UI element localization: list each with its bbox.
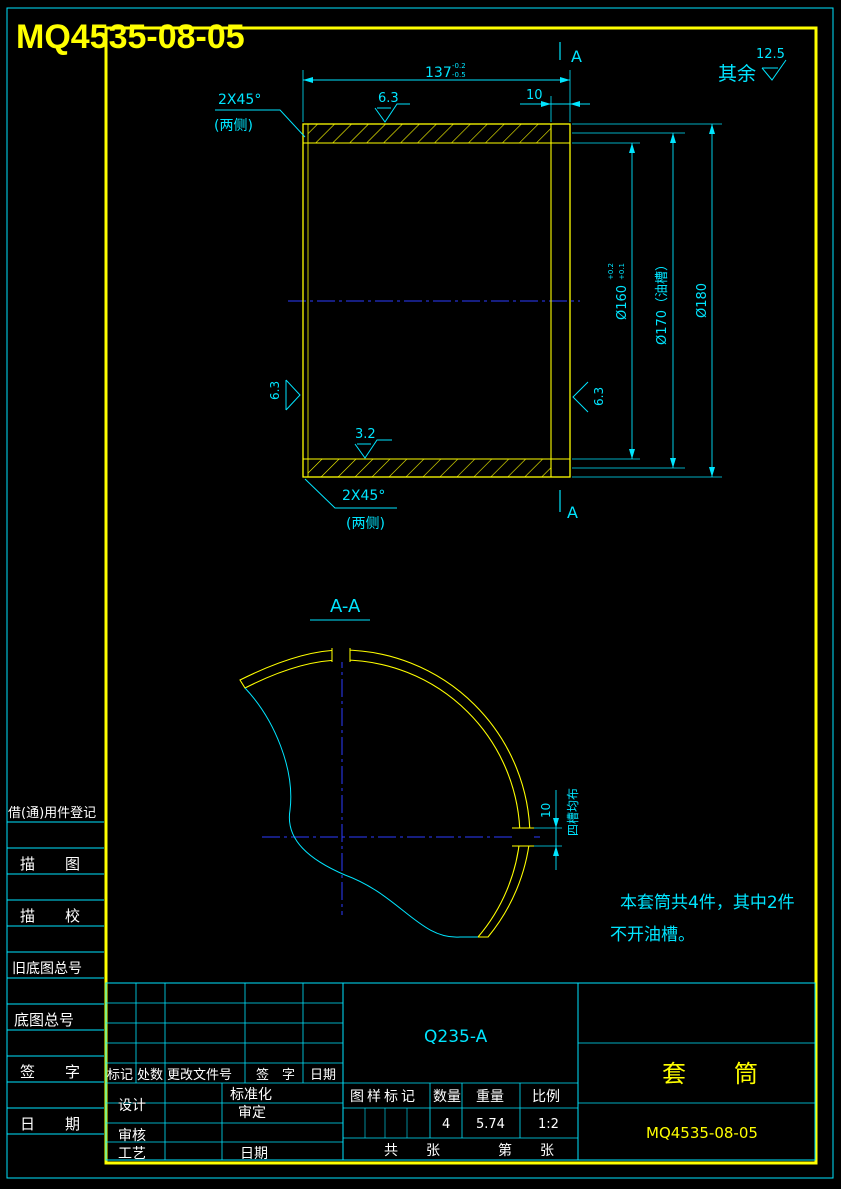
left-col-6: 日 期 [20, 1115, 80, 1133]
chamfer-bottom-note: (两侧) [346, 516, 385, 532]
quantity-label: 数量 [433, 1089, 461, 1105]
top-wall-hatch [308, 124, 551, 143]
title-block: 标记 处数 更改文件号 签 字 日期 设计 审核 工艺 标准化 审定 日期 Q2… [105, 982, 816, 1162]
break-line [244, 687, 478, 938]
bottom-wall-hatch [308, 459, 551, 477]
dim-length-tol-lower: -0.5 [452, 71, 466, 79]
left-col-4: 底图总号 [14, 1011, 74, 1029]
chamfer-bottom-label: 2X45° [342, 488, 385, 504]
scale-label: 比例 [532, 1089, 560, 1105]
left-col-0: 借(通)用件登记 [8, 806, 96, 821]
rev-h-sign: 签 字 [256, 1067, 295, 1083]
roughness-right: 6.3 [592, 387, 606, 406]
section-marker-top: A [571, 47, 582, 66]
left-col-5: 签 字 [20, 1063, 80, 1081]
section-marker-bottom: A [567, 503, 578, 522]
dim-d180: Ø180 [695, 283, 710, 318]
left-column: 借(通)用件登记 描 图 描 校 旧底图总号 底图总号 签 字 日 期 [7, 806, 104, 1135]
left-col-2: 描 校 [20, 907, 80, 925]
roughness-bottom: 3.2 [355, 427, 376, 442]
drawing-frame [104, 26, 818, 1165]
scale-value: 1:2 [538, 1117, 559, 1132]
left-col-3: 旧底图总号 [12, 961, 82, 977]
row-design: 设计 [118, 1098, 146, 1114]
date-label: 日期 [240, 1146, 268, 1162]
approve-label: 审定 [238, 1105, 266, 1121]
weight-label: 重量 [476, 1089, 504, 1105]
chamfer-top-label: 2X45° [218, 92, 261, 108]
roughness-rest-label: 其余 [718, 63, 756, 85]
chamfer-top-note: (两侧) [214, 118, 253, 134]
quantity-value: 4 [442, 1117, 450, 1132]
row-check: 审核 [118, 1128, 146, 1144]
roughness-top: 6.3 [378, 91, 399, 106]
weight-value: 5.74 [476, 1117, 505, 1132]
row-process: 工艺 [118, 1146, 146, 1162]
dim-groove-10: 10 [539, 803, 553, 818]
dim-groove-width: 10 [526, 88, 543, 103]
dim-d170: Ø170（油槽） [655, 258, 670, 345]
outer-border [6, 7, 834, 1179]
rev-h-mark: 标记 [107, 1068, 133, 1083]
rev-h-date: 日期 [310, 1068, 336, 1083]
sheet-number: 第 张 [498, 1142, 554, 1159]
groove-note: 四槽均布 [566, 788, 580, 836]
drawing-number: MQ4535-08-05 [646, 1124, 758, 1142]
ring-section [239, 649, 531, 938]
part-name: 套 筒 [662, 1060, 758, 1088]
main-view: A A 2X45° (两侧) 2X45° (两侧) 137 -0.2 -0.5 … [214, 42, 787, 532]
section-view: A-A 10 四槽均布 [239, 596, 580, 938]
left-col-1: 描 图 [20, 855, 80, 873]
material: Q235-A [424, 1027, 488, 1047]
rev-h-doc: 更改文件号 [167, 1068, 232, 1083]
dim-d160: Ø160 [615, 285, 630, 320]
section-title: A-A [330, 596, 361, 617]
drawing-number-top: MQ4535-08-05 [16, 18, 245, 56]
note-line-1: 本套筒共4件，其中2件 [620, 893, 795, 913]
note-line-2: 不开油槽。 [610, 925, 695, 945]
dim-d160-tol-lower: +0.1 [618, 263, 626, 280]
rev-h-count: 处数 [137, 1068, 163, 1083]
stage-mark-label: 图样标记 [350, 1089, 418, 1105]
standardize-label: 标准化 [230, 1087, 272, 1103]
roughness-rest-value: 12.5 [756, 47, 785, 62]
dim-length-tol-upper: -0.2 [452, 62, 466, 70]
roughness-left: 6.3 [268, 381, 282, 400]
dim-d160-tol-upper: +0.2 [607, 263, 615, 280]
dim-length: 137 [425, 65, 452, 81]
sheets-total: 共 张 [384, 1143, 440, 1159]
